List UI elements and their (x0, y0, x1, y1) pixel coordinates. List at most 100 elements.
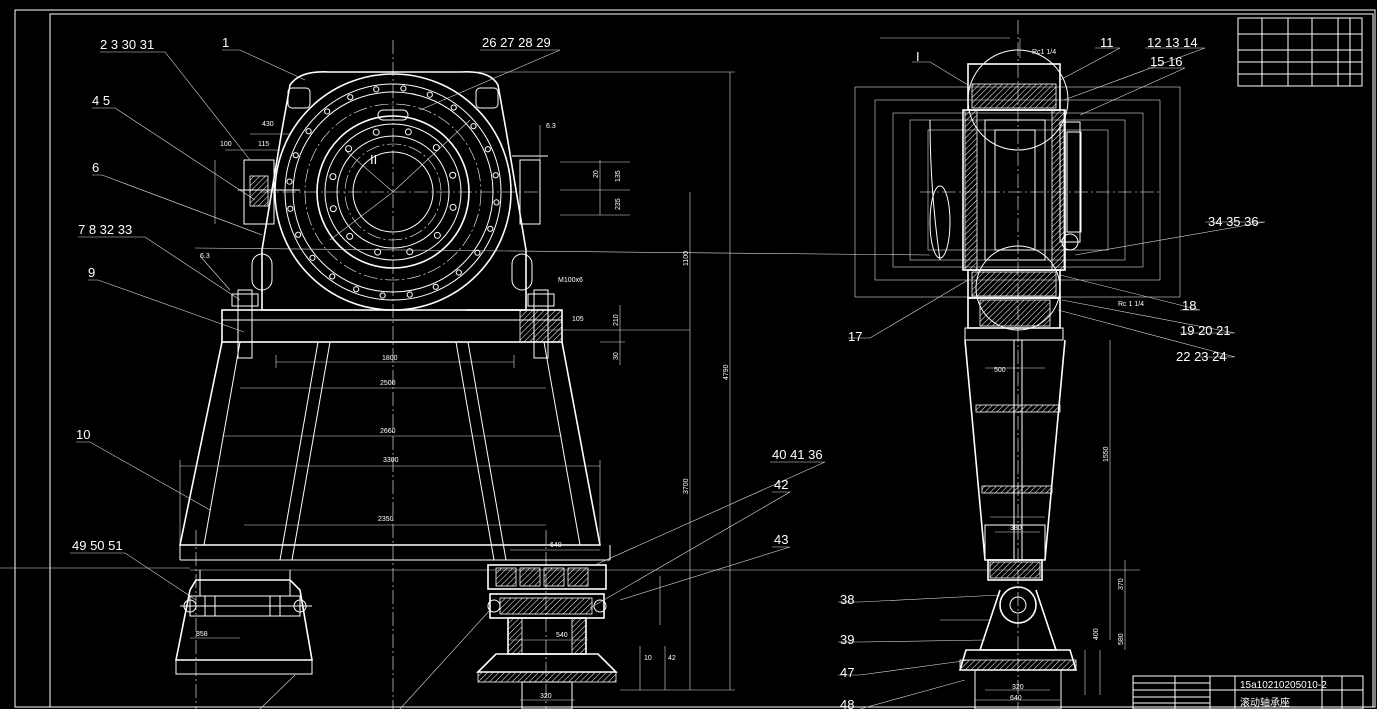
dim-30: 30 (613, 352, 620, 360)
dim-380: 380 (1010, 525, 1022, 532)
drawing-name: 滚动轴承座 (1240, 696, 1290, 709)
front-view (70, 40, 826, 709)
bolt-hole (287, 205, 294, 212)
balloon-7-8-32-33: 7 8 32 33 (78, 222, 132, 237)
balloon-34-35-36: 34 35 36 (1208, 214, 1259, 229)
section-mark-II: II (370, 152, 377, 167)
balloon-26-27-28-29: 26 27 28 29 (482, 35, 551, 50)
balloon-47: 47 (840, 665, 854, 680)
bolt-hole (426, 91, 433, 98)
bolt-hole (404, 128, 412, 136)
dim-3700: 3700 (683, 478, 690, 494)
balloon-15-16: 15 16 (1150, 54, 1183, 69)
bolt-hole (345, 145, 353, 153)
bolt-hole (372, 128, 380, 136)
bolt-hole (379, 292, 386, 299)
bolt-hole (432, 283, 439, 290)
balloon-40-41-36: 40 41 36 (772, 447, 823, 462)
bolt-hole (305, 128, 312, 135)
bolt-hole (292, 152, 299, 159)
bolt-hole (449, 171, 457, 179)
balloon-43: 43 (774, 532, 788, 547)
drawing-number: 15a10210205010-2 (1240, 680, 1327, 691)
dim-2350: 2350 (378, 516, 394, 523)
side-view (838, 20, 1266, 709)
balloon-38: 38 (840, 592, 854, 607)
bolt-circle (286, 85, 500, 299)
dim-370: 370 (1118, 578, 1125, 590)
dim-105: 105 (572, 316, 584, 323)
roughness-2: 6.3 (200, 253, 210, 260)
title-block: 15a10210205010-2 滚动轴承座 (1132, 675, 1364, 709)
dimension-labels: 1800 2500 2660 3300 2350 640 858 540 320… (196, 49, 1144, 702)
balloon-49-50-51: 49 50 51 (72, 538, 123, 553)
balloon-1: 1 (222, 35, 229, 50)
bolt-hole (406, 291, 413, 298)
balloon-17: 17 (848, 329, 862, 344)
rc-thread-lower: Rc 1 1/4 (1118, 301, 1144, 308)
bolt-hole (487, 225, 494, 232)
dim-1800: 1800 (382, 355, 398, 362)
dim-320-left: 320 (540, 693, 552, 700)
dim-115: 115 (258, 141, 269, 148)
dim-135: 135 (615, 170, 622, 182)
dim-500: 500 (994, 367, 1006, 374)
rc-thread-upper: Rc1 1/4 (1032, 49, 1056, 56)
bolt-hole (324, 108, 331, 115)
bolt-hole (449, 203, 457, 211)
balloon-39: 39 (840, 632, 854, 647)
bolt-hole (346, 232, 354, 240)
balloon-10: 10 (76, 427, 90, 442)
bolt-hole (474, 249, 481, 256)
bolt-hole (373, 86, 380, 93)
dim-858: 858 (196, 631, 208, 638)
balloon-9: 9 (88, 265, 95, 280)
dim-20: 20 (593, 170, 600, 178)
revision-table (1237, 17, 1363, 87)
bolt-hole (309, 254, 316, 261)
bolt-hole (329, 205, 337, 213)
bolt-hole (406, 248, 414, 256)
dim-3300: 3300 (383, 457, 399, 464)
bolt-hole (295, 231, 302, 238)
bolt-circle-inner (329, 128, 457, 256)
drawing-frame (0, 9, 1376, 708)
nut-spec: M100x6 (558, 277, 583, 284)
dim-10: 10 (644, 655, 652, 662)
dim-100: 100 (220, 141, 232, 148)
balloon-18: 18 (1182, 298, 1196, 313)
bolt-hole (484, 146, 491, 153)
bolt-hole (353, 286, 360, 293)
bolt-hole (455, 269, 462, 276)
dim-1100: 1100 (683, 251, 690, 266)
bolt-hole (286, 178, 293, 185)
balloon-2-3-30-31: 2 3 30 31 (100, 37, 154, 52)
bolt-hole (450, 104, 457, 111)
bolt-hole (347, 94, 354, 101)
dim-2660: 2660 (380, 428, 396, 435)
balloon-12-13-14: 12 13 14 (1147, 35, 1198, 50)
dim-4790: 4790 (723, 364, 730, 380)
bolt-hole (433, 231, 441, 239)
dim-2500: 2500 (380, 380, 396, 387)
balloon-42: 42 (774, 477, 788, 492)
balloon-19-20-21: 19 20 21 (1180, 323, 1231, 338)
bolt-hole (374, 248, 382, 256)
roughness-1: 6.3 (546, 123, 556, 130)
dim-640-right: 640 (1010, 695, 1022, 702)
bolt-hole (400, 85, 407, 92)
bolt-hole (493, 199, 500, 206)
bolt-hole (470, 123, 477, 130)
dim-210: 210 (613, 314, 620, 326)
balloon-labels: 2 3 30 31 1 26 27 28 29 4 5 6 7 8 32 33 … (72, 35, 1259, 709)
dim-400: 400 (1093, 628, 1100, 640)
balloon-48: 48 (840, 697, 854, 709)
dim-320-right: 320 (1012, 684, 1024, 691)
dim-430: 430 (262, 121, 274, 128)
bolt-hole (432, 144, 440, 152)
balloon-11: 11 (1100, 35, 1114, 50)
dim-42: 42 (668, 655, 676, 662)
balloon-detail-I: I (916, 49, 920, 64)
balloon-6: 6 (92, 160, 99, 175)
